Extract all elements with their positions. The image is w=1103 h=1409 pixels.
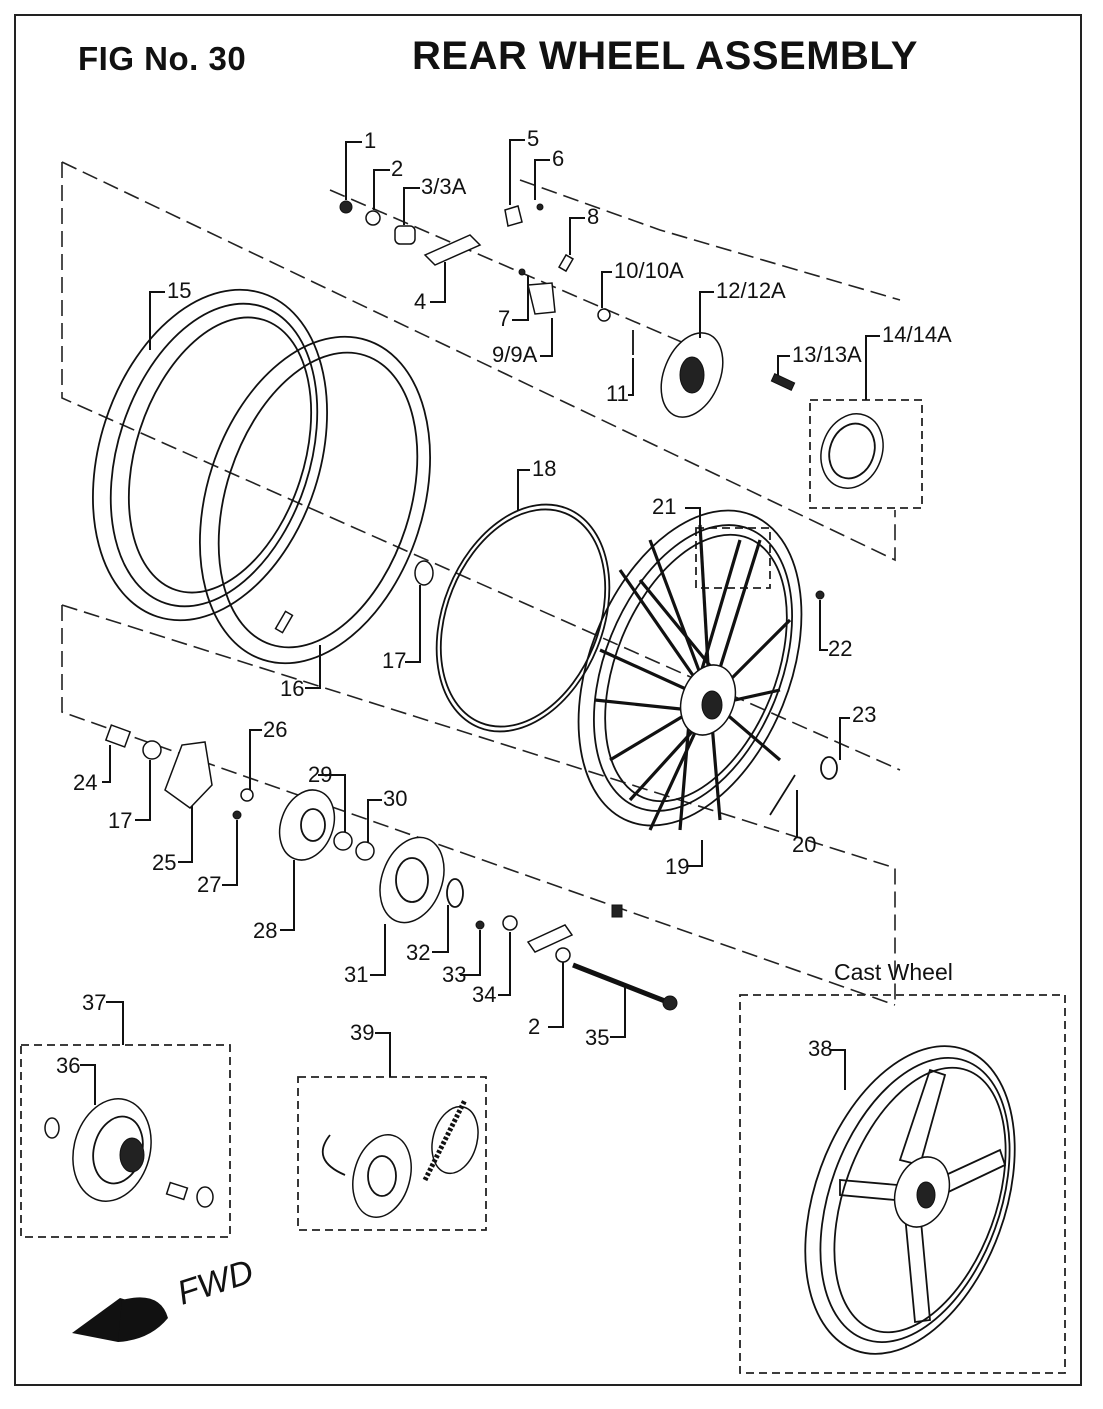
cast-wheel-part-38 bbox=[804, 1045, 1016, 1355]
bearing-part-17 bbox=[414, 560, 434, 586]
tire-part-15 bbox=[92, 288, 328, 622]
diagram-title: REAR WHEEL ASSEMBLY bbox=[412, 34, 918, 78]
callout-22: 22 bbox=[828, 636, 852, 661]
cast-wheel-label: Cast Wheel bbox=[834, 959, 953, 985]
callout-31: 31 bbox=[344, 962, 368, 987]
sprocket-hub-part-28 bbox=[278, 789, 336, 861]
callout-1: 1 bbox=[364, 128, 376, 153]
ring-part-23 bbox=[820, 756, 838, 780]
callout-29: 29 bbox=[308, 762, 332, 787]
callout-14: 14/14A bbox=[882, 322, 952, 347]
sprocket-kit-group-box bbox=[297, 1076, 487, 1231]
callout-26: 26 bbox=[263, 717, 287, 742]
hub-part-36 bbox=[44, 1098, 214, 1208]
fwd-label: FWD bbox=[173, 1253, 258, 1313]
callout-24: 24 bbox=[73, 770, 97, 795]
callout-35: 35 bbox=[585, 1025, 609, 1050]
rim-band-part-18 bbox=[435, 503, 611, 733]
callout-10: 10/10A bbox=[614, 258, 684, 283]
callout-15: 15 bbox=[167, 278, 191, 303]
spoked-wheel-part-19 bbox=[577, 509, 803, 831]
sprocket-kit-part-39 bbox=[321, 1098, 479, 1218]
callout-11: 11 bbox=[606, 381, 629, 406]
callout-19: 19 bbox=[665, 854, 689, 879]
callout-33: 33 bbox=[442, 962, 466, 987]
callout-3: 3/3A bbox=[421, 174, 467, 199]
callout-23: 23 bbox=[852, 702, 876, 727]
sprocket-part-31 bbox=[379, 836, 445, 924]
callout-21: 21 bbox=[652, 494, 676, 519]
figure-number: FIG No. 30 bbox=[78, 40, 247, 77]
callout-25: 25 bbox=[152, 850, 176, 875]
callout-2-lower: 2 bbox=[528, 1014, 540, 1039]
callout-5: 5 bbox=[527, 126, 539, 151]
callout-4: 4 bbox=[414, 289, 426, 314]
callout-2: 2 bbox=[391, 156, 403, 181]
callout-36: 36 bbox=[56, 1053, 80, 1078]
callout-6: 6 bbox=[552, 146, 564, 171]
axle-hardware-top bbox=[339, 200, 884, 489]
callout-17-upper: 17 bbox=[382, 648, 406, 673]
callout-16: 16 bbox=[280, 676, 304, 701]
callout-leader-lines bbox=[80, 139, 880, 1105]
damper-part-25 bbox=[164, 741, 213, 809]
callout-17-lower: 17 bbox=[108, 808, 132, 833]
callout-37: 37 bbox=[82, 990, 106, 1015]
callout-12: 12/12A bbox=[716, 278, 786, 303]
callout-39: 39 bbox=[350, 1020, 374, 1045]
callout-32: 32 bbox=[406, 940, 430, 965]
brake-shoe-part-14 bbox=[820, 413, 884, 489]
callout-30: 30 bbox=[383, 786, 407, 811]
callout-9: 9/9A bbox=[492, 342, 538, 367]
cast-wheel-group-box bbox=[739, 994, 1066, 1374]
callout-28: 28 bbox=[253, 918, 277, 943]
callout-18: 18 bbox=[532, 456, 556, 481]
hub-set-group-box bbox=[20, 1044, 231, 1238]
forward-arrow-icon bbox=[72, 1297, 168, 1342]
callout-7-8: 8 bbox=[587, 204, 599, 229]
callout-27: 27 bbox=[197, 872, 221, 897]
callout-34: 34 bbox=[472, 982, 496, 1007]
callout-20: 20 bbox=[792, 832, 816, 857]
callout-labels: 1 2 3/3A 4 5 6 8 7 9/9A 10/10A 11 12/12A… bbox=[56, 126, 952, 1078]
callout-7: 7 bbox=[498, 306, 510, 331]
callout-13: 13/13A bbox=[792, 342, 862, 367]
diagram-frame bbox=[14, 14, 1082, 1386]
tube-part-16 bbox=[199, 335, 431, 665]
callout-38: 38 bbox=[808, 1036, 832, 1061]
drive-side-hardware bbox=[104, 724, 678, 1011]
spoke-set-group-box bbox=[695, 527, 771, 589]
